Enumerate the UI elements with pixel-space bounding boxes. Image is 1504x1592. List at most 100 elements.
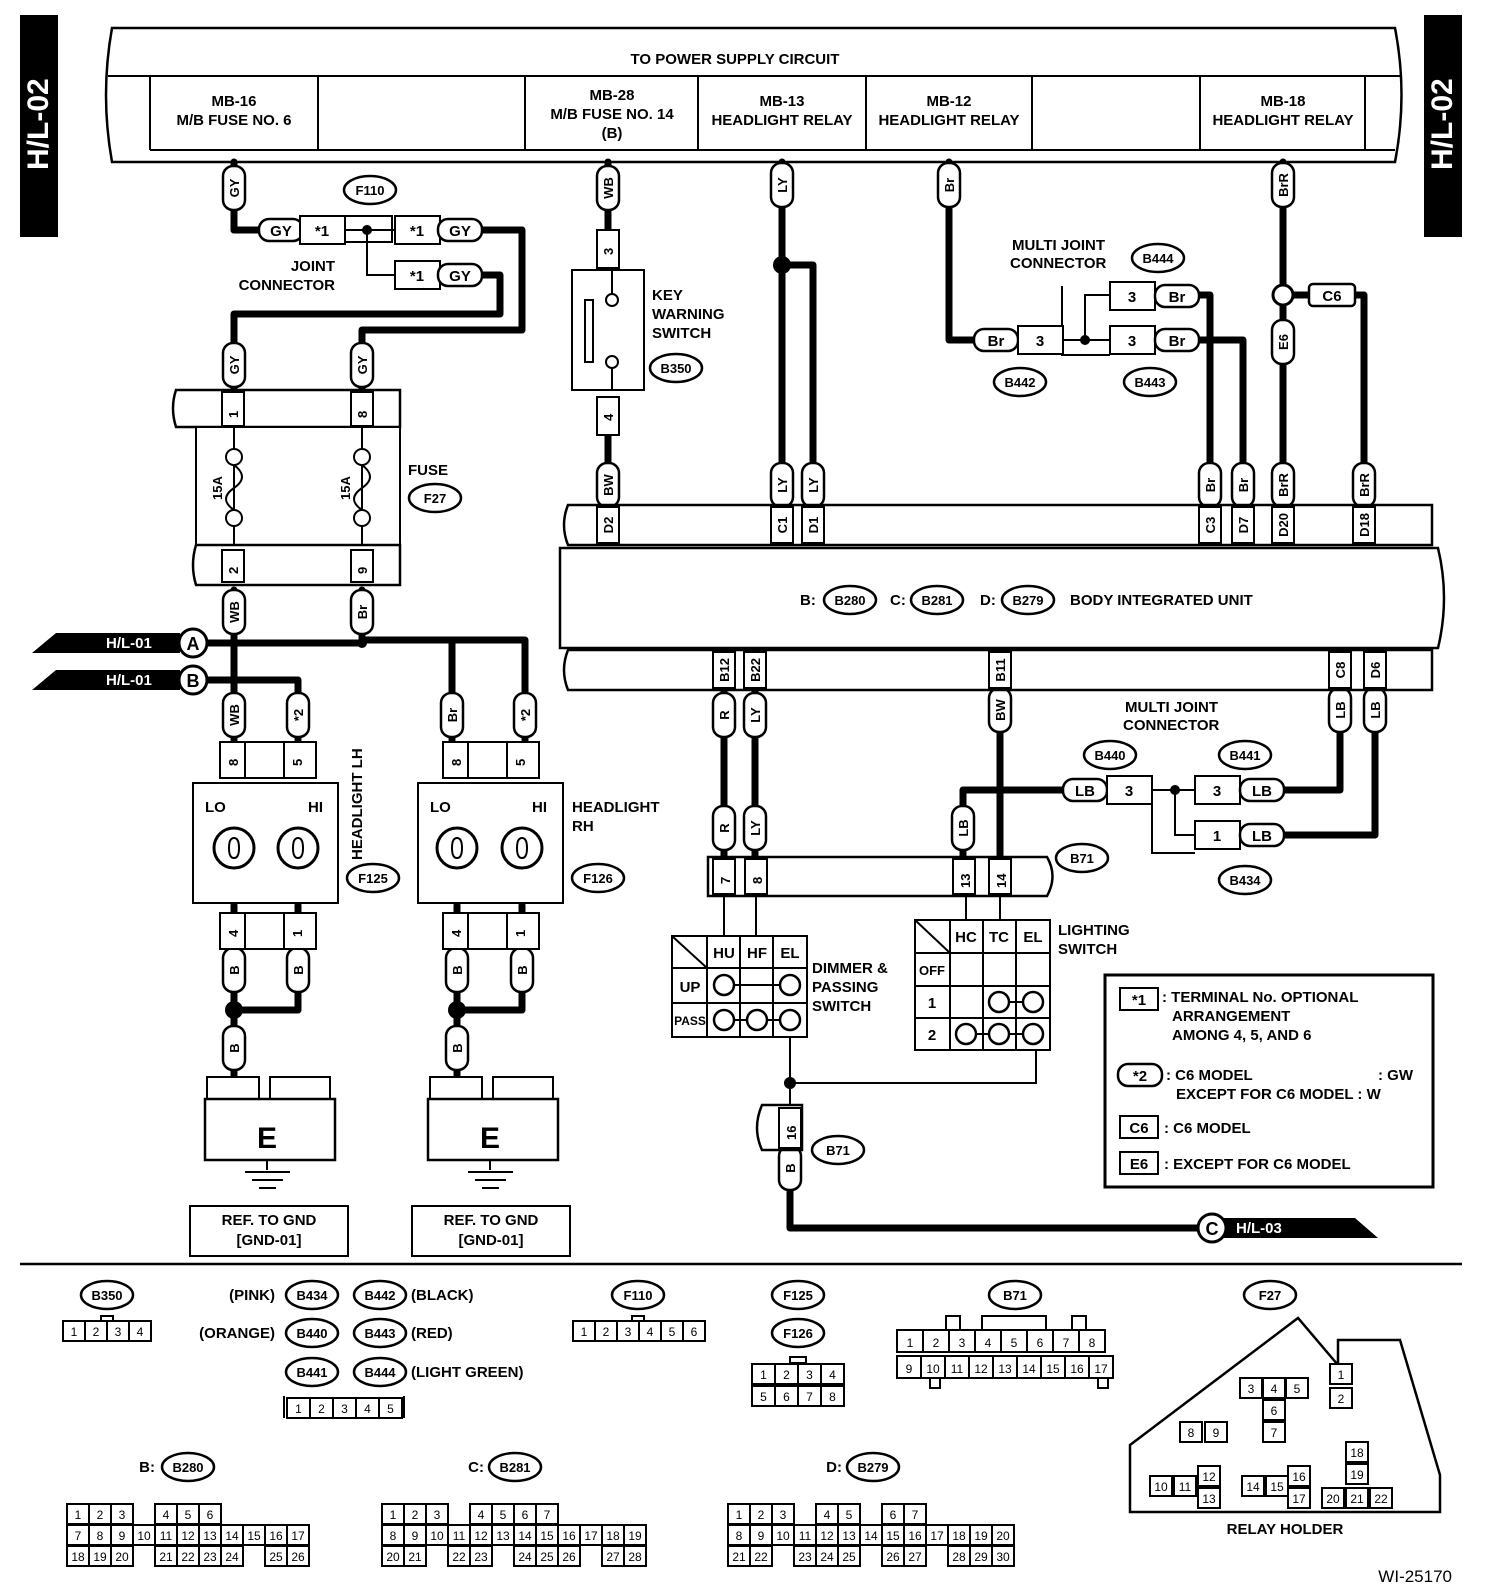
svg-text:4: 4 [1271,1382,1278,1396]
svg-text:23: 23 [203,1550,217,1564]
svg-text:6: 6 [783,1390,790,1404]
svg-text:9: 9 [758,1529,765,1543]
svg-text:13: 13 [958,874,973,888]
svg-text:B281: B281 [499,1460,530,1475]
svg-text:B71: B71 [1003,1288,1027,1303]
svg-text:28: 28 [952,1550,966,1564]
svg-text:7: 7 [75,1529,82,1543]
connector-pin [378,1397,403,1419]
svg-text:D7: D7 [1236,517,1251,534]
svg-text:21: 21 [1350,1492,1364,1506]
svg-text:E: E [257,1122,277,1155]
svg-text:HEADLIGHT: HEADLIGHT [572,799,660,816]
biu-bottom-pin [1328,651,1352,689]
wire-color-label: Br [349,588,375,636]
svg-text:2: 2 [603,1325,610,1339]
svg-text:1: 1 [760,1368,767,1382]
svg-text:3: 3 [780,1508,787,1522]
svg-text:MB-18: MB-18 [1260,93,1305,110]
wire-color-label: BrR [1270,161,1296,209]
svg-text:BrR: BrR [1276,472,1291,496]
svg-text:M/B FUSE NO. 14: M/B FUSE NO. 14 [550,106,674,123]
svg-text:C1: C1 [775,517,790,534]
svg-text:B444: B444 [364,1365,396,1380]
svg-text:2: 2 [1338,1392,1345,1406]
svg-text:F125: F125 [783,1288,813,1303]
svg-text:1: 1 [1213,828,1221,845]
svg-text:(PINK): (PINK) [229,1287,275,1304]
svg-text:12: 12 [474,1529,488,1543]
svg-text:C8: C8 [1333,662,1348,679]
svg-text:15: 15 [1046,1362,1060,1376]
svg-text:4: 4 [449,929,464,937]
svg-text:5: 5 [290,759,305,766]
svg-text:12: 12 [181,1529,195,1543]
svg-text:6: 6 [1037,1336,1044,1350]
svg-text:27: 27 [908,1550,922,1564]
svg-text:17: 17 [584,1529,598,1543]
wire-color-label: Br [936,161,962,209]
svg-text:H/L-03: H/L-03 [1236,1220,1282,1237]
connector-pin [903,1545,927,1567]
svg-text:MB-12: MB-12 [926,93,971,110]
svg-text:3: 3 [119,1508,126,1522]
svg-text:*1: *1 [410,268,424,285]
svg-text:11: 11 [1179,1480,1192,1494]
svg-text:12: 12 [974,1362,988,1376]
svg-text:28: 28 [628,1550,642,1564]
page-connector-b: H/L-01 B [32,664,209,696]
wire-color-label: BW [595,461,621,509]
svg-text:B350: B350 [91,1288,122,1303]
svg-text:(ORANGE): (ORANGE) [199,1325,275,1342]
svg-text:25: 25 [269,1550,283,1564]
svg-text:15: 15 [540,1529,554,1543]
svg-text:5: 5 [185,1508,192,1522]
svg-text:LB: LB [1368,701,1383,718]
svg-text:LY: LY [775,177,790,193]
svg-text:25: 25 [540,1550,554,1564]
svg-text:19: 19 [1350,1468,1364,1482]
connector-pin [1078,1329,1106,1353]
svg-text:[GND-01]: [GND-01] [458,1232,523,1249]
svg-text:4: 4 [824,1508,831,1522]
svg-text:7: 7 [1271,1426,1278,1440]
wire-color-label: B [221,1024,247,1072]
svg-text:2: 2 [97,1508,104,1522]
svg-text:CONNECTOR: CONNECTOR [1123,717,1220,734]
svg-text:17: 17 [1292,1492,1306,1506]
power-supply-bar: TO POWER SUPPLY CIRCUIT MB-16 M/B FUSE N… [104,26,1403,164]
svg-text:GY: GY [227,355,242,374]
biu-top-pin [770,506,794,544]
svg-text:LY: LY [806,477,821,493]
relay-pin [1345,1441,1369,1463]
svg-text:18: 18 [952,1529,966,1543]
svg-text:2: 2 [928,1027,936,1044]
svg-text:B: B [450,965,465,974]
svg-text:19: 19 [628,1529,642,1543]
svg-text:LB: LB [1252,783,1272,800]
svg-text:5: 5 [500,1508,507,1522]
svg-text:7: 7 [544,1508,551,1522]
svg-text:23: 23 [474,1550,488,1564]
svg-text:D6: D6 [1368,662,1383,679]
svg-text:(BLACK): (BLACK) [411,1287,473,1304]
svg-text:*1: *1 [1132,992,1146,1009]
svg-text:11: 11 [799,1529,812,1543]
connector-pin [682,1320,706,1342]
svg-text:Br: Br [942,178,957,192]
relay-pin [1262,1399,1286,1421]
svg-text:3: 3 [601,248,616,255]
svg-text:JOINT: JOINT [291,258,335,275]
connector-pin [557,1545,581,1567]
svg-text:7: 7 [718,877,733,884]
relay-pin [1149,1475,1173,1497]
svg-text:HEADLIGHT LH: HEADLIGHT LH [349,748,366,860]
relay-pin [1345,1487,1369,1509]
svg-text:UP: UP [680,979,701,996]
biu-bottom-pin [1363,651,1387,689]
svg-text:4: 4 [985,1336,992,1350]
svg-text:PASSING: PASSING [812,979,878,996]
wire-color-label: B [777,1144,803,1192]
svg-text:6: 6 [522,1508,529,1522]
